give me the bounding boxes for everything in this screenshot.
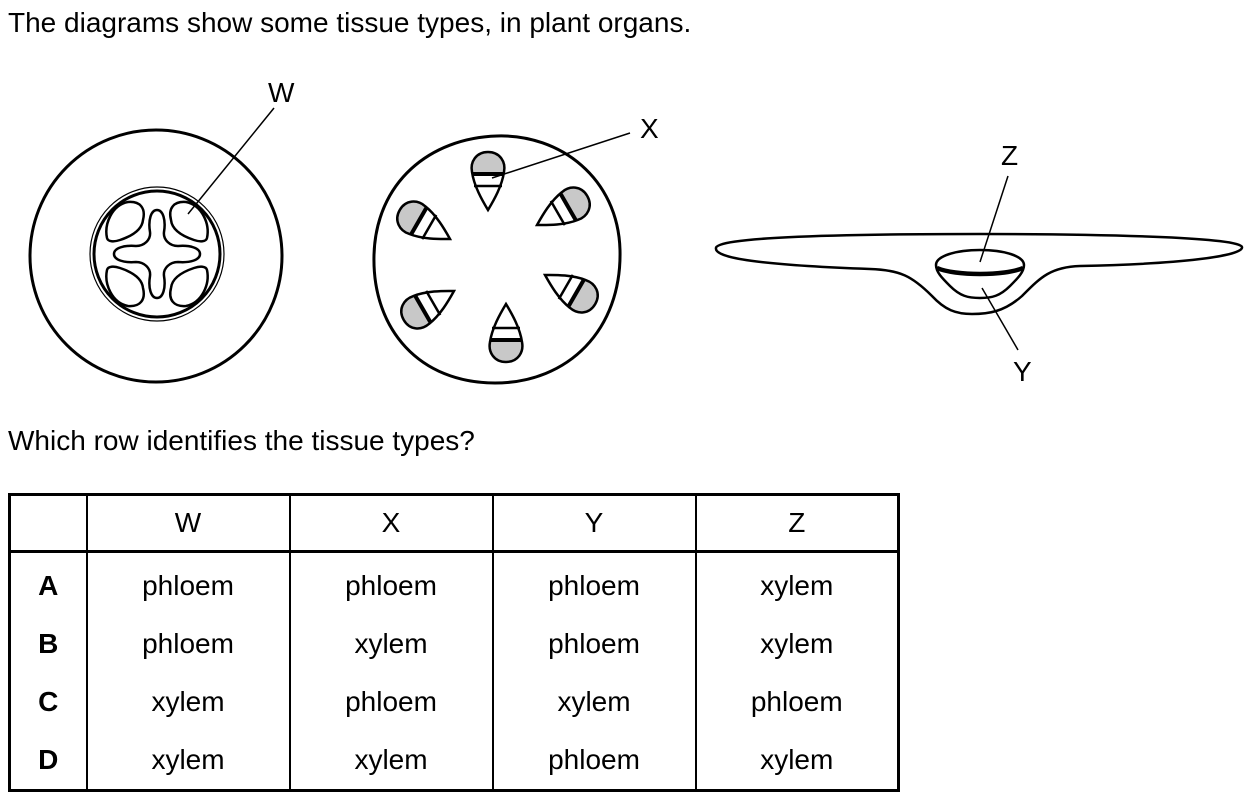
- table-cell: xylem: [694, 551, 900, 615]
- label-y-pointer: [981, 287, 1019, 351]
- question-text: Which row identifies the tissue types?: [8, 425, 475, 456]
- header-cell-x: X: [288, 494, 494, 553]
- table-cell: phloem: [85, 615, 291, 673]
- table-cell: phloem: [694, 673, 900, 731]
- tissue-diagrams: W: [28, 77, 1244, 387]
- vascular-bundle-bottom: [488, 301, 524, 364]
- label-w: W: [268, 77, 295, 108]
- vascular-bundle-top: [470, 150, 506, 213]
- vascular-bundle-upper-left: [396, 200, 453, 241]
- table-cell: phloem: [85, 551, 291, 615]
- root-lobe-top-left: [105, 200, 145, 243]
- label-w-pointer: [187, 107, 275, 215]
- root-lobe-top-right: [169, 200, 209, 243]
- table-row-c[interactable]: C xylem phloem xylem phloem: [8, 673, 900, 731]
- table-cell: phloem: [491, 551, 697, 615]
- vascular-bundle-lower-left: [400, 289, 457, 330]
- label-x-pointer: [491, 132, 631, 179]
- root-cross-section: [28, 128, 284, 384]
- table-row-b[interactable]: B phloem xylem phloem xylem: [8, 615, 900, 673]
- leaf-cross-section: [714, 232, 1244, 316]
- label-z: Z: [1001, 140, 1018, 171]
- table-cell: xylem: [288, 731, 494, 791]
- leaf-vein-divider: [936, 265, 1024, 277]
- label-x: X: [640, 113, 659, 144]
- table-row-a[interactable]: A phloem phloem phloem xylem: [8, 551, 900, 615]
- option-key-b[interactable]: B: [8, 615, 88, 673]
- table-cell: xylem: [85, 731, 291, 791]
- stem-outline: [372, 134, 622, 385]
- label-y: Y: [1013, 356, 1032, 387]
- table-cell: xylem: [694, 731, 900, 791]
- table-header-row: W X Y Z: [8, 494, 900, 553]
- vascular-bundle-upper-right: [534, 186, 591, 227]
- root-outline: [28, 128, 284, 384]
- label-z-pointer: [979, 175, 1009, 263]
- vascular-bundle-lower-right: [542, 273, 599, 314]
- option-key-a[interactable]: A: [8, 551, 88, 615]
- root-endodermis-inner: [92, 189, 222, 319]
- header-cell-z: Z: [694, 494, 900, 553]
- leaf-vein-outline: [934, 248, 1026, 300]
- header-cell-w: W: [85, 494, 291, 553]
- table-cell: xylem: [85, 673, 291, 731]
- table-cell: xylem: [288, 615, 494, 673]
- answer-table: W X Y Z A phloem phloem phloem xylem B p…: [8, 493, 900, 792]
- table-cell: phloem: [491, 731, 697, 791]
- header-cell-y: Y: [491, 494, 697, 553]
- table-row-d[interactable]: D xylem xylem phloem xylem: [8, 731, 900, 791]
- table-cell: phloem: [288, 673, 494, 731]
- root-central-cross: [112, 208, 202, 300]
- root-lobe-bottom-right: [169, 265, 209, 308]
- leaf-outline: [714, 232, 1244, 316]
- stem-cross-section: [372, 134, 622, 385]
- table-cell: xylem: [491, 673, 697, 731]
- table-cell: phloem: [288, 551, 494, 615]
- root-lobe-bottom-left: [105, 265, 145, 308]
- table-cell: phloem: [491, 615, 697, 673]
- intro-text: The diagrams show some tissue types, in …: [8, 7, 692, 38]
- option-key-c[interactable]: C: [8, 673, 88, 731]
- header-cell-key: [8, 494, 88, 553]
- option-key-d[interactable]: D: [8, 731, 88, 791]
- root-endodermis-outer: [89, 186, 225, 322]
- table-cell: xylem: [694, 615, 900, 673]
